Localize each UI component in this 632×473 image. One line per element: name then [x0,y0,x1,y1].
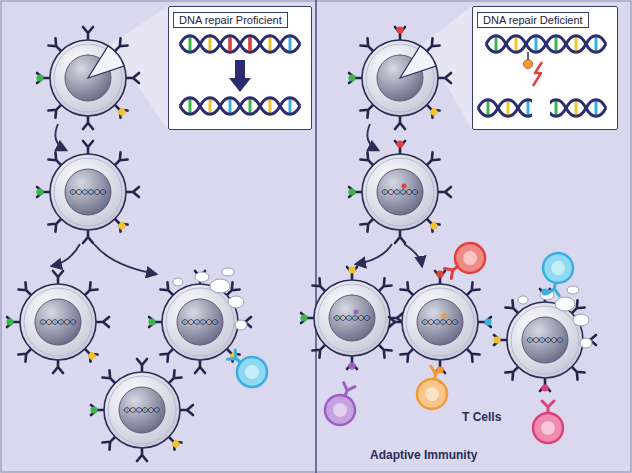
inset-box: DNA repair Proficient [168,6,312,130]
panel-caption: Adaptive Immunity [370,448,477,462]
inset-heading: DNA repair Deficient [477,12,589,28]
t-cell-label: T Cells [462,410,501,424]
inset-heading: DNA repair Proficient [173,12,288,28]
inset-box: DNA repair Deficient [472,6,618,130]
